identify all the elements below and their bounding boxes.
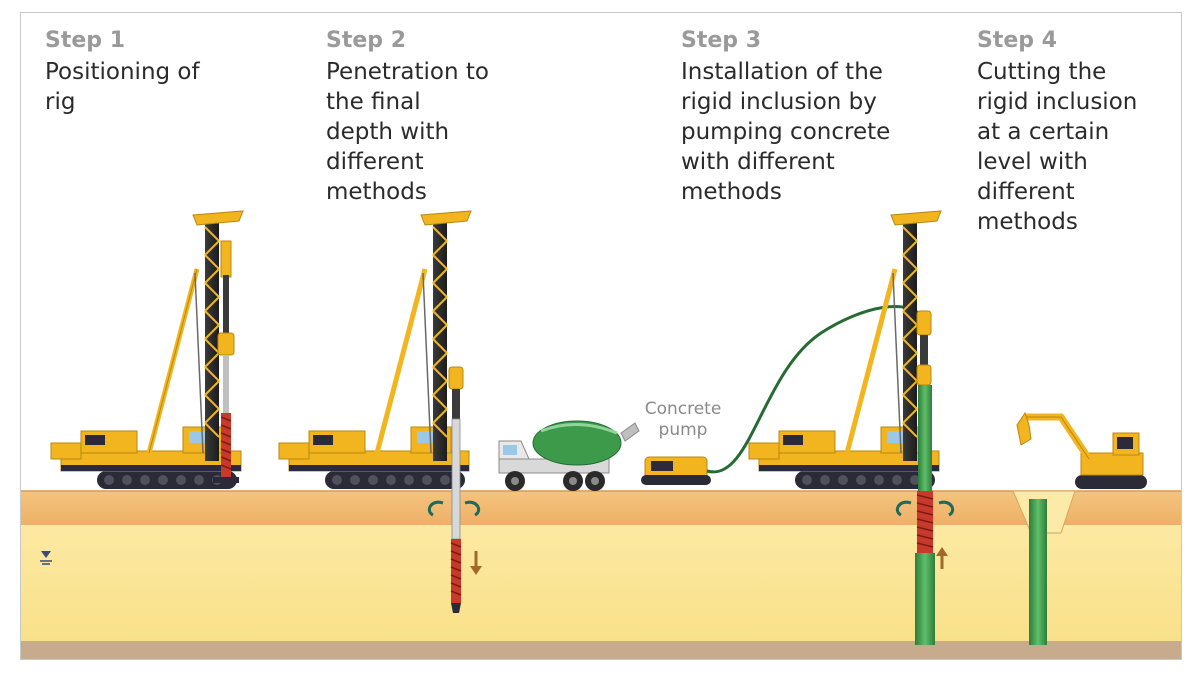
step-1-line: Positioning of — [45, 59, 200, 85]
step-2-description: Penetration to the final depth with diff… — [326, 57, 489, 207]
step-4-line: rigid inclusion — [977, 89, 1138, 115]
step-1-line: rig — [45, 89, 76, 115]
top-soil-layer — [21, 491, 1181, 525]
step-4-description: Cutting the rigid inclusion at a certain… — [977, 57, 1137, 237]
concrete-column-step-3 — [918, 385, 932, 495]
water-table-icon — [40, 551, 52, 565]
concrete-pump-label-line: Concrete — [644, 399, 722, 419]
step-2-line: methods — [326, 179, 427, 205]
step-2-line: Penetration to — [326, 59, 489, 85]
step-2-line: depth with — [326, 119, 450, 145]
concrete-hose — [706, 305, 927, 474]
step-3-line: Installation of the — [681, 59, 883, 85]
step-3-line: with different — [681, 149, 835, 175]
step-1-block: Step 1 Positioning of rig — [45, 27, 200, 117]
piling-rig-1 — [50, 210, 244, 489]
step-4-line: level with — [977, 149, 1088, 175]
bedrock-layer — [21, 641, 1181, 659]
concrete-pump — [641, 456, 711, 485]
step-3-title: Step 3 — [681, 28, 761, 53]
step-4-line: different — [977, 179, 1075, 205]
step-3-block: Step 3 Installation of the rigid inclusi… — [681, 27, 890, 207]
rigid-inclusion-step-3 — [915, 553, 935, 645]
down-arrow-icon — [470, 551, 482, 575]
diagram-scene — [21, 210, 1181, 659]
piling-rig-2 — [278, 210, 472, 613]
step-3-description: Installation of the rigid inclusion by p… — [681, 57, 890, 207]
step-1-description: Positioning of rig — [45, 57, 200, 117]
piling-rig-3 — [748, 210, 942, 489]
step-4-block: Step 4 Cutting the rigid inclusion at a … — [977, 27, 1137, 237]
rigid-inclusion-step-4 — [1029, 499, 1047, 645]
step-3-line: methods — [681, 179, 782, 205]
sub-soil-layer — [21, 525, 1181, 641]
step-2-line: the final — [326, 89, 421, 115]
step-4-line: at a certain — [977, 119, 1110, 145]
diagram-frame: Step 1 Positioning of rig Step 2 Penetra… — [20, 12, 1182, 660]
spoil-arrow-icon — [895, 500, 955, 517]
concrete-pump-label: Concrete pump — [633, 399, 733, 441]
excavator — [1016, 411, 1147, 489]
step-3-line: rigid inclusion by — [681, 89, 877, 115]
step-4-line: methods — [977, 209, 1078, 235]
spoil-arrow-icon — [427, 500, 481, 517]
step-2-line: different — [326, 149, 424, 175]
step-4-line: Cutting the — [977, 59, 1107, 85]
step-2-title: Step 2 — [326, 28, 406, 53]
step-3-line: pumping concrete — [681, 119, 891, 145]
concrete-pump-label-line: pump — [658, 420, 708, 440]
step-4-title: Step 4 — [977, 28, 1057, 53]
step-1-title: Step 1 — [45, 28, 125, 53]
up-arrow-icon — [936, 547, 948, 569]
concrete-mixer-truck — [498, 420, 640, 491]
step-2-block: Step 2 Penetration to the final depth wi… — [326, 27, 489, 207]
